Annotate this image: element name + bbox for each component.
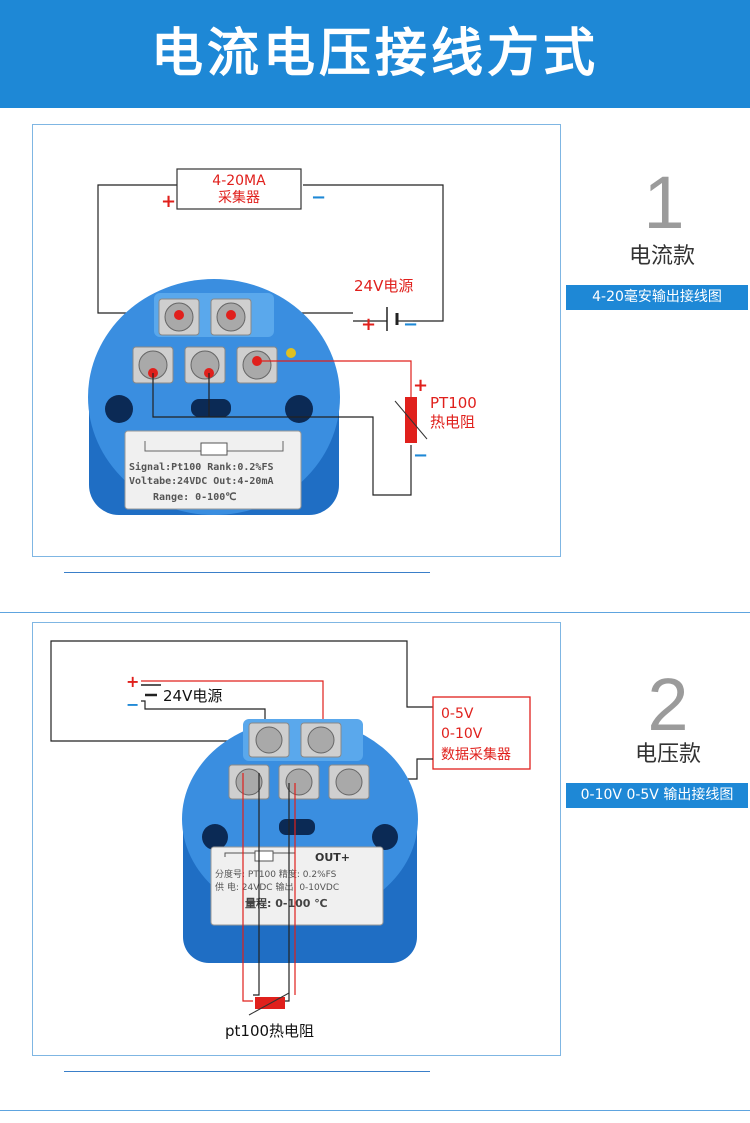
power-label: 24V电源 (354, 277, 413, 295)
label-plate (210, 846, 384, 926)
page-title: 电流电压接线方式 (150, 24, 599, 84)
sensor-wire-mid (285, 783, 290, 1002)
mount-hole-left (105, 395, 133, 423)
section1-subtitle: 4-20毫安输出接线图 (566, 285, 748, 310)
section1-type-label: 电流款 (628, 244, 695, 269)
section-separator (0, 612, 750, 613)
sensor-minus: − (413, 445, 428, 466)
collector-line2: 0-10V (441, 726, 483, 742)
sensor-wire-plus (257, 360, 412, 405)
loop-wire (50, 640, 433, 742)
collector-line1: 4-20MA (212, 173, 266, 189)
sensor-line2: 热电阻 (430, 413, 475, 431)
section1-rule (64, 572, 430, 573)
voltage-wiring-diagram: + − 24V电源 0-5V 0-10V 数据采集器 (50, 640, 531, 1040)
label-line1: Signal:Pt100 Rank:0.2%FS (129, 461, 274, 473)
center-slot (191, 399, 231, 417)
section2-rule (64, 1071, 430, 1072)
power-plus: + (126, 672, 139, 691)
section2-subtitle: 0-10V 0-5V 输出接线图 (566, 783, 748, 808)
terminal-dot (174, 310, 184, 320)
power-wire-plus (141, 680, 324, 723)
bottom-separator (0, 1110, 750, 1111)
mount-hole-right (372, 824, 398, 850)
section1-number: 1 (643, 161, 685, 244)
mount-hole-left (202, 824, 228, 850)
transmitter-device: OUT+ 分度号: PT100 精度: 0.2%FS 供 电: 24VDC 输出… (182, 719, 418, 963)
current-wiring-panel: 4-20MA 采集器 + − 24V电源 + − (32, 124, 561, 557)
out-label: OUT+ (315, 851, 350, 864)
battery-plus: + (361, 314, 376, 335)
label-line3: Range: 0-100℃ (153, 492, 236, 503)
label-line2: Voltabe:24VDC Out:4-20mA (129, 476, 274, 487)
current-wiring-diagram: 4-20MA 采集器 + − 24V电源 + − (88, 168, 477, 515)
label-line3: 量程: 0-100 ℃ (245, 896, 328, 910)
power-minus: − (126, 695, 139, 714)
header-banner: 电流电压接线方式 (0, 0, 750, 108)
label-line2: 供 电: 24VDC 输出: 0-10VDC (215, 881, 339, 893)
section2-type-label: 电压款 (634, 742, 701, 767)
collector-box (176, 168, 302, 210)
collector-line1: 0-5V (441, 706, 474, 722)
transmitter-device: Signal:Pt100 Rank:0.2%FS Voltabe:24VDC O… (88, 279, 340, 515)
collector-plus: + (161, 191, 176, 212)
sensor-wire-minus (152, 373, 412, 496)
mount-hole-right (285, 395, 313, 423)
power-label: 24V电源 (163, 687, 222, 705)
label-line1: 分度号: PT100 精度: 0.2%FS (215, 868, 337, 880)
sensor-line1: PT100 (430, 394, 477, 412)
sensor-label: pt100热电阻 (225, 1022, 314, 1040)
collector-box (432, 696, 531, 770)
loop-wire-right (303, 184, 444, 322)
voltage-wiring-panel: + − 24V电源 0-5V 0-10V 数据采集器 (32, 622, 561, 1056)
center-slot (279, 819, 315, 835)
sensor-wire-red (242, 773, 253, 1002)
battery-minus: − (403, 314, 418, 335)
collector-line2: 采集器 (218, 189, 260, 206)
collector-line3: 数据采集器 (441, 746, 511, 763)
terminal-dot (226, 310, 236, 320)
sensor-plus: + (413, 375, 428, 396)
section2-number: 2 (647, 663, 689, 746)
sensor-wire-black (253, 773, 260, 996)
collector-minus: − (311, 187, 326, 208)
power-wire-minus (141, 700, 266, 733)
